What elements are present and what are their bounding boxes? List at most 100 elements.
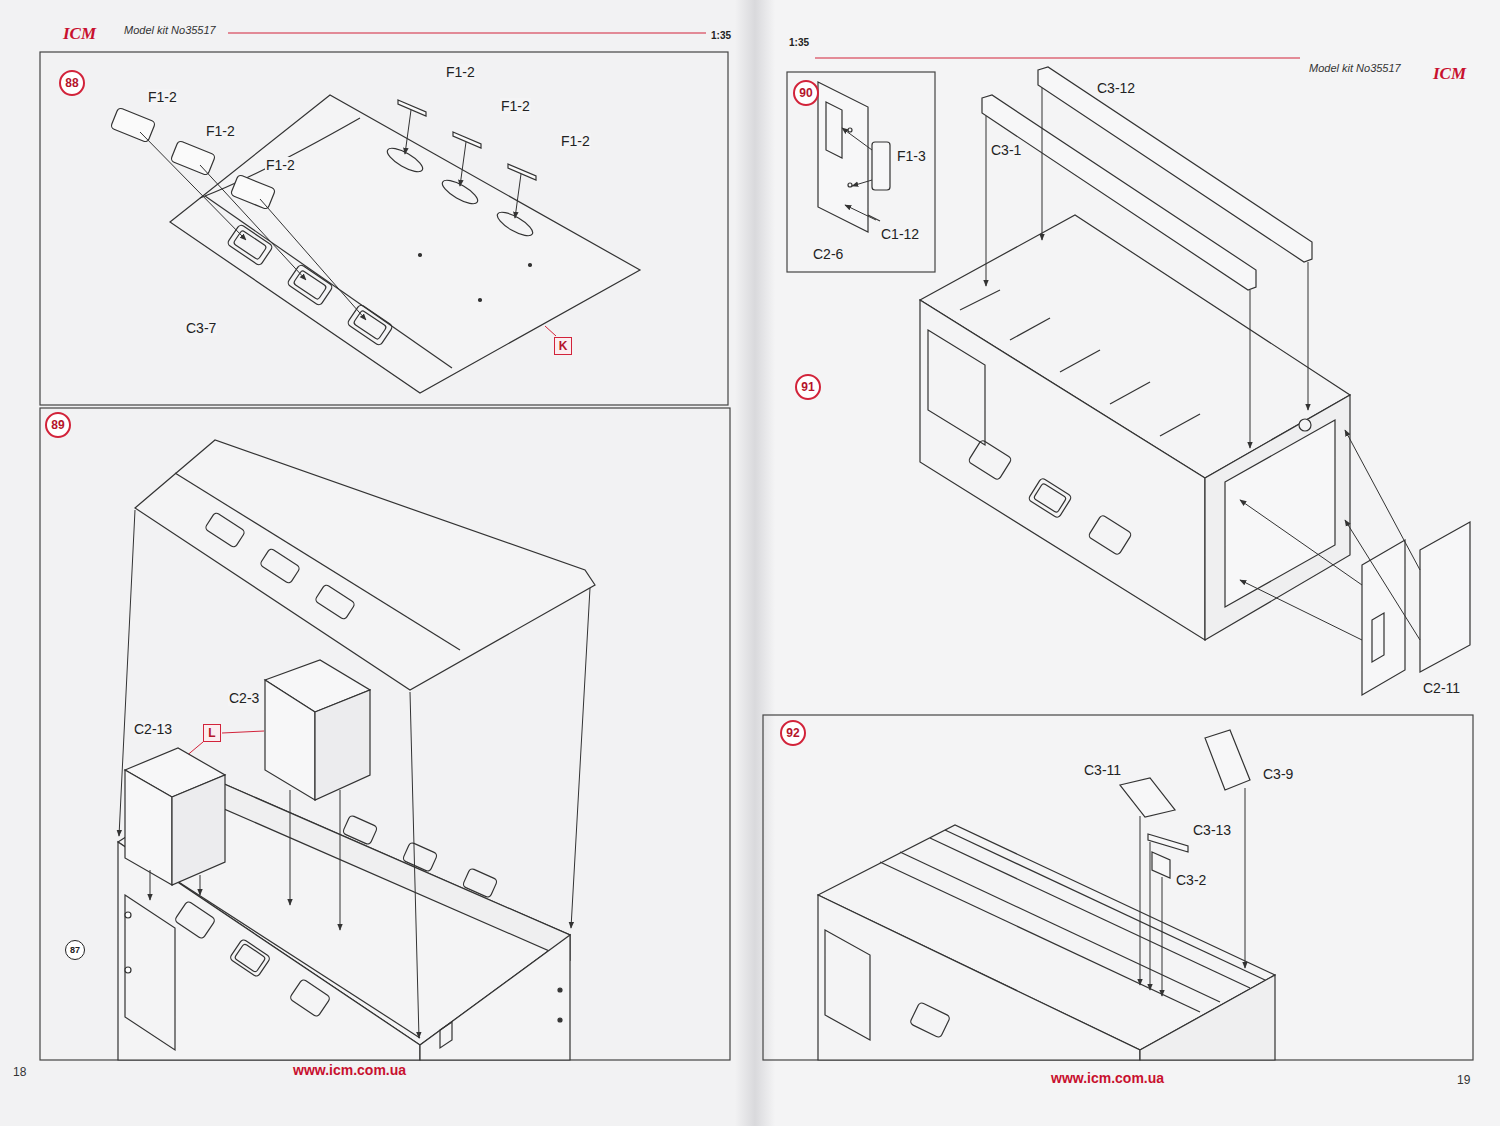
assembly-arrow — [410, 692, 419, 1038]
roof-panel — [200, 118, 360, 198]
roof-part — [1120, 778, 1175, 817]
assembly-arrow — [1150, 842, 1151, 990]
body-shell — [462, 868, 498, 898]
body-shell — [234, 943, 266, 972]
page-number: 19 — [1456, 1074, 1471, 1088]
roof-assembly — [204, 512, 355, 620]
roof-panel — [439, 176, 481, 208]
assembly-arrow — [1308, 262, 1309, 410]
body-shell — [125, 967, 131, 973]
roof-panel — [170, 95, 640, 393]
roof-panel — [494, 208, 536, 240]
part-number: C3-11 — [1083, 762, 1122, 778]
assembly-arrow — [1250, 290, 1251, 448]
assembly-arrow — [571, 588, 590, 928]
assembly-arrow — [260, 199, 366, 320]
part-number: C3-7 — [185, 320, 217, 336]
part-number: C3-2 — [1175, 872, 1207, 888]
body-shell — [125, 912, 131, 918]
step-label: K — [559, 340, 568, 352]
assembly-arrow — [1140, 788, 1245, 996]
door-panel — [1420, 522, 1470, 672]
part-number: C1-12 — [880, 226, 920, 242]
body-shell — [818, 825, 1275, 1060]
part-number: C2-3 — [228, 690, 260, 706]
roof-panel — [287, 264, 334, 306]
roof-assembly — [175, 473, 460, 650]
assembly-arrow — [842, 128, 876, 220]
assembly-arrow — [119, 510, 135, 836]
body-shell — [930, 838, 1250, 988]
brand-logo: ICM — [62, 24, 97, 44]
part-number: C2-13 — [133, 721, 173, 737]
door-panel — [818, 82, 868, 232]
roof-panel — [384, 144, 426, 176]
door-panel — [1362, 540, 1405, 695]
body-shell — [440, 1022, 452, 1048]
header-rule — [815, 57, 1300, 58]
assembly-arrow — [1162, 877, 1163, 996]
cabinet-part — [172, 775, 225, 885]
assembly-arrow — [119, 510, 590, 1038]
assembly-arrow — [1042, 88, 1043, 240]
marker-letter: K — [554, 337, 572, 355]
part-number: F1-2 — [500, 98, 531, 114]
assembly-arrow — [842, 128, 872, 150]
body-shell — [342, 815, 378, 845]
roof-assembly — [314, 584, 355, 620]
window-glass — [508, 164, 536, 180]
body-shell — [1060, 350, 1100, 372]
door-panel — [848, 128, 852, 132]
website: www.icm.com.ua — [1050, 1070, 1165, 1086]
scale-mark: 1:35 — [788, 37, 810, 49]
body-shell — [880, 862, 1200, 1012]
roof-panel — [353, 310, 387, 340]
part-number: F1-2 — [445, 64, 476, 80]
cabinet-part — [125, 660, 370, 885]
scale-mark: 1:35 — [710, 30, 732, 42]
part-number: F1-2 — [205, 123, 236, 139]
roof-panel — [233, 230, 267, 260]
roof-part — [1148, 834, 1188, 852]
body-shell — [1225, 420, 1335, 607]
roof-plate — [982, 67, 1312, 290]
step-frame — [787, 72, 935, 272]
window-glass — [110, 107, 155, 142]
body-shell — [1033, 483, 1066, 513]
body-shell — [558, 1018, 562, 1022]
body-shell — [928, 330, 985, 445]
step-number: 87 — [65, 940, 85, 960]
cabinet-part — [265, 680, 315, 800]
roof-part — [1205, 730, 1250, 790]
body-shell — [825, 830, 1265, 1040]
body-shell — [920, 215, 1350, 640]
assembly-arrow — [845, 205, 876, 220]
body-shell — [229, 939, 271, 978]
door-panel — [818, 82, 890, 232]
body-shell — [1010, 318, 1050, 340]
door-panel — [1362, 522, 1470, 695]
part-number: C3-9 — [1262, 766, 1294, 782]
step-number: 89 — [45, 412, 71, 438]
body-shell — [909, 1002, 950, 1038]
part-number: F1-2 — [560, 133, 591, 149]
assembly-arrow — [200, 165, 306, 280]
roof-panel — [170, 95, 640, 393]
assembly-arrow — [140, 132, 246, 240]
body-shell — [1110, 382, 1150, 404]
body-shell — [1140, 975, 1275, 1060]
body-shell — [960, 290, 1000, 310]
part-number: C3-12 — [1096, 80, 1136, 96]
step-frame — [40, 52, 1473, 1060]
step-label: 89 — [51, 419, 64, 431]
step-frame — [40, 52, 728, 405]
step-label: L — [208, 727, 215, 739]
assembly-arrow — [140, 110, 521, 320]
cabinet-part — [315, 690, 370, 800]
part-number: C2-11 — [1422, 680, 1461, 696]
step-frame — [763, 715, 1473, 1060]
body-shell — [818, 895, 1140, 1060]
door-panel — [872, 142, 890, 190]
